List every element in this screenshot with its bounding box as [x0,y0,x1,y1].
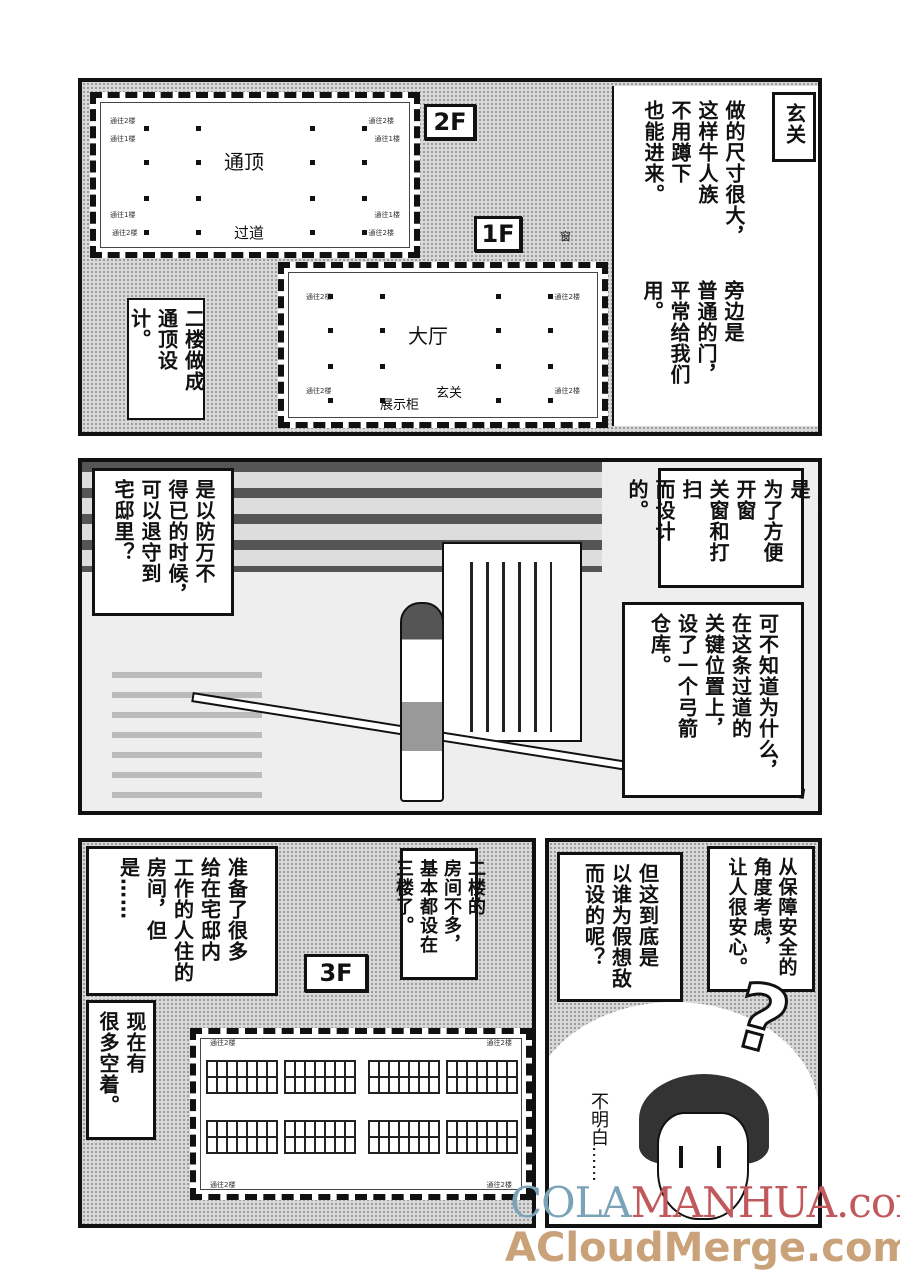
floor2-plan: 通顶 过道 通往2楼 通往1楼 通往2楼 通往1楼 通往1楼 通往2楼 通往1楼… [90,92,420,258]
mutter-text: 不明白…… [588,1092,609,1182]
floor1-badge: 1F [474,216,522,252]
stair-label: 通往1楼 [374,211,400,219]
floor2-center-label: 通顶 [224,150,264,174]
bubble-enemy: 但这到底是以谁为假想敌而设的呢？ [557,852,683,1002]
stair-label: 通往2楼 [486,1181,512,1189]
room-block [368,1120,440,1154]
room-block [284,1060,356,1094]
room-block [368,1060,440,1094]
stair-label: 通往2楼 [368,117,394,125]
stair-label: 通往2楼 [306,293,332,301]
floor3-plan: 通往2楼 通往2楼 通往2楼 通往2楼 [190,1028,532,1200]
stair-label: 通往2楼 [210,1039,236,1047]
entrance-label: 玄关 [436,386,463,401]
boy-face [657,1112,749,1220]
bubble-armory: 可不知道为什么，在这条过道的关键位置上，设了一个弓箭仓库。 [622,602,804,798]
bubble-size: 做的尺寸很大，这样牛人族不用蹲下也能进来。 [627,92,759,262]
stair-label: 通往2楼 [554,293,580,301]
floor1-plan: 大厅 展示柜 玄关 通往2楼 通往2楼 通往2楼 通往2楼 [278,262,608,428]
bubble-2f-rooms: 二楼的房间不多，基本都设在三楼了。 [393,848,486,980]
stair-label: 通往2楼 [110,117,136,125]
stair-label: 通往2楼 [210,1181,236,1189]
floor2-badge: 2F [424,104,476,140]
room-block [284,1120,356,1154]
room-block [446,1120,518,1154]
panel-confused-boy: 从保障安全的角度考虑，让人很安心。 但这到底是以谁为假想敌而设的呢？ ? 不明白… [545,838,822,1228]
watermark-colamanhua: COLAMANHUA.com [510,1178,900,1227]
stair-label: 通往2楼 [112,229,138,237]
watermark-acloudmerge: ACloudMerge.com [505,1225,900,1271]
bubble-empty: 现在有很多空着。 [86,1000,156,1140]
stair-label: 通往2楼 [486,1039,512,1047]
stair-label: 通往2楼 [306,387,332,395]
bubble-retreat: 是以防万不得已的时候，可以退守到宅邸里？ [92,468,234,616]
stair-label: 通往2楼 [554,387,580,395]
bow-rack [462,562,552,732]
display-case-label: 展示柜 [380,398,420,413]
caption-2f: 二楼做成通顶设计。 [127,298,206,420]
girl-figure [400,602,444,802]
bubble-safe: 从保障安全的角度考虑，让人很安心。 [707,846,815,992]
floor1-center-label: 大厅 [408,324,448,348]
stair-label: 通往1楼 [110,211,136,219]
bubble-corridor: 过道明明是为了方便开窗关窗和打扫而设计的。 [625,468,818,588]
bubble-rooms: 准备了很多给在宅邸内工作的人住的房间，但是…… [86,846,278,996]
floor3-badge: 3F [304,954,368,992]
window-label: 窗 [560,230,571,243]
stair-label: 通往2楼 [368,229,394,237]
room-block [446,1060,518,1094]
boy-eye [717,1146,721,1168]
bubble-door: 旁边是普通的门，平常给我们用。 [640,272,745,422]
corridor-floor [112,672,262,811]
panel-floor-plans: 通顶 过道 通往2楼 通往1楼 通往2楼 通往1楼 通往1楼 通往2楼 通往1楼… [78,78,822,436]
panel-third-floor: 准备了很多给在宅邸内工作的人住的房间，但是…… 现在有很多空着。 二楼的房间不多… [78,838,536,1228]
room-block [206,1060,278,1094]
caption-entrance: 玄关 [772,92,816,162]
room-block [206,1120,278,1154]
boy-eye [679,1146,683,1168]
stair-label: 通往1楼 [374,135,400,143]
stair-label: 通往1楼 [110,135,136,143]
floor2-corridor-label: 过道 [234,224,265,242]
